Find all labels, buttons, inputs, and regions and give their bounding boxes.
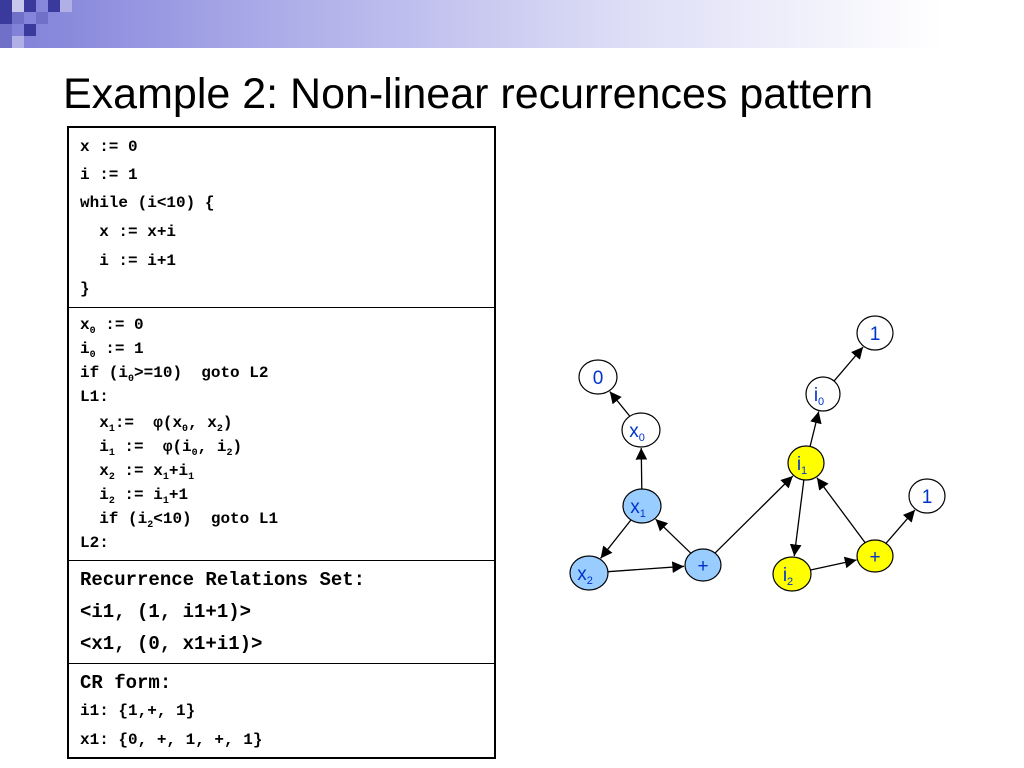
code-line: i1 := φ(i0, i2) [80, 438, 243, 460]
code-line: i1: {1,+, 1} [80, 702, 196, 720]
node-shape [578, 359, 618, 395]
node-shape [908, 478, 946, 514]
node-plus1: + [684, 548, 722, 582]
slide-title: Example 2: Non-linear recurrences patter… [63, 70, 874, 118]
edge-plus2-to-c1b [885, 509, 916, 544]
corner-square [0, 0, 12, 24]
code-line: i0 := 1 [80, 340, 144, 362]
corner-square [12, 36, 24, 48]
edge-i1-to-i0 [809, 411, 822, 447]
node-label: 0 [593, 368, 604, 389]
edge-i1-to-i2 [789, 479, 805, 557]
code-line: } [80, 280, 90, 298]
node-i0: i0 [805, 376, 841, 412]
edge-plus1-to-i1 [714, 475, 794, 554]
node-label: i1 [797, 454, 807, 477]
node-shape [856, 539, 894, 573]
code-line: x1:= φ(x0, x2) [80, 414, 233, 436]
code-line: x2 := x1+i1 [80, 462, 195, 484]
code-line: i := 1 [80, 166, 138, 184]
code-line: <x1, (0, x1+i1)> [80, 633, 263, 655]
code-line: <i1, (1, i1+1)> [80, 601, 252, 623]
corner-square [24, 0, 36, 12]
node-i1: i1 [787, 445, 825, 481]
node-i2: i2 [772, 556, 812, 592]
node-label: 1 [922, 487, 933, 508]
edge-plus2-to-i1 [816, 477, 866, 544]
node-c1a: 1 [856, 315, 894, 351]
node-shape [856, 315, 894, 351]
node-shape [787, 445, 825, 481]
edge-x1-to-x2 [600, 519, 632, 559]
code-line: x := x+i [80, 223, 177, 241]
node-x2: x2 [569, 555, 609, 591]
edge-x0-to-c0 [609, 391, 631, 417]
corner-square [12, 0, 24, 12]
corner-square [0, 24, 12, 48]
code-line: x1: {0, +, 1, +, 1} [80, 731, 263, 749]
code-line: Recurrence Relations Set: [80, 569, 366, 591]
code-line: CR form: [80, 672, 172, 694]
node-plus2: + [856, 539, 894, 573]
node-shape [684, 548, 722, 582]
code-line: i := i+1 [80, 252, 177, 270]
cr-form-section: CR form: i1: {1,+, 1} x1: {0, +, 1, +, 1} [69, 663, 494, 757]
node-x1: x1 [622, 488, 662, 524]
node-label: x2 [577, 564, 593, 587]
corner-square [60, 0, 72, 12]
node-x0: x0 [621, 412, 661, 448]
code-line: L1: [80, 388, 109, 406]
node-label: 1 [870, 324, 881, 345]
code-line: if (i0>=10) goto L2 [80, 364, 269, 386]
corner-square [36, 12, 48, 24]
edge-plus1-to-x1 [655, 518, 692, 554]
node-c1b: 1 [908, 478, 946, 514]
code-line: x := 0 [80, 138, 138, 156]
node-label: + [697, 556, 708, 577]
code-box: x := 0 i := 1 while (i<10) { x := x+i i :=… [67, 126, 496, 759]
node-label: x0 [629, 421, 645, 444]
node-shape [622, 488, 662, 524]
node-shape [569, 555, 609, 591]
corner-square [48, 0, 60, 12]
node-label: i2 [783, 565, 793, 588]
node-label: x1 [630, 497, 646, 520]
node-label: i0 [814, 385, 824, 408]
node-c0: 0 [578, 359, 618, 395]
edge-i0-to-c1a [833, 346, 864, 382]
title-bar-decoration [0, 0, 1024, 48]
corner-square [24, 24, 36, 36]
node-shape [621, 412, 661, 448]
node-shape [805, 376, 841, 412]
recurrence-relations-section: Recurrence Relations Set: <i1, (1, i1+1)>… [69, 560, 494, 663]
node-shape [772, 556, 812, 592]
code-line: while (i<10) { [80, 194, 215, 212]
code-line: if (i2<10) goto L1 [80, 510, 279, 532]
code-line: x0 := 0 [80, 316, 144, 338]
code-line: L2: [80, 534, 109, 552]
edge-x1-to-x0 [635, 447, 648, 490]
node-label: + [869, 547, 880, 568]
edge-i2-to-plus2 [810, 556, 857, 571]
edge-x2-to-plus1 [607, 561, 685, 573]
corner-square [12, 12, 24, 24]
source-code-section: x := 0 i := 1 while (i<10) { x := x+i i :=… [69, 128, 494, 307]
code-line: i2 := i1+1 [80, 486, 189, 508]
